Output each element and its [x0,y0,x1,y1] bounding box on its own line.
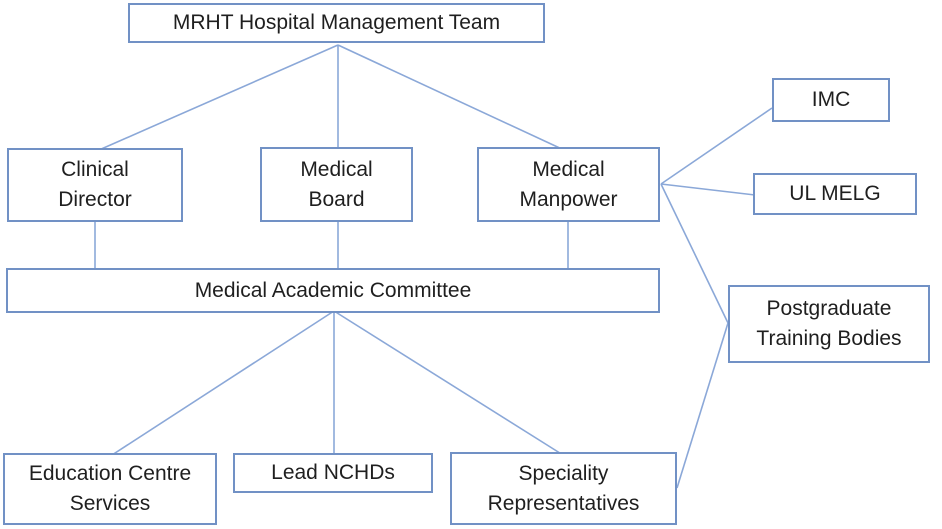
node-label: UL MELG [789,182,881,205]
node-label: Education Centre Services [28,462,192,515]
edge-management-to-medical-manpower [337,44,565,151]
node-lead-nchds: Lead NCHDs [233,453,433,493]
node-speciality-representatives: Speciality Representatives [450,452,677,525]
edge-manpower-to-ul-melg [660,183,756,196]
node-label: Speciality Representatives [487,461,640,515]
node-medical-academic-committee: Medical Academic Committee [6,268,660,313]
edge-mac-to-education-centre [111,310,335,456]
node-label: Clinical Director [58,158,132,211]
node-postgraduate-training-bodies: Postgraduate Training Bodies [728,285,930,363]
edge-mac-to-speciality-reps [333,310,564,456]
edge-management-to-clinical-director [98,44,339,151]
edge-postgrad-to-speciality-reps [676,322,729,489]
node-mrht-hospital-management-team: MRHT Hospital Management Team [128,3,545,43]
node-label: IMC [811,88,851,111]
node-clinical-director: Clinical Director [7,148,183,222]
edge-manpower-to-imc [660,107,773,185]
node-medical-board: Medical Board [260,147,413,222]
node-ul-melg: UL MELG [753,173,917,215]
node-medical-manpower: Medical Manpower [477,147,660,222]
node-label: Medical Board [300,157,373,211]
node-label: Lead NCHDs [271,461,395,484]
node-label: MRHT Hospital Management Team [172,11,501,34]
node-education-centre-services: Education Centre Services [3,453,217,525]
edge-manpower-to-postgrad [660,183,729,324]
node-label: Medical Academic Committee [194,278,472,302]
node-label: Postgraduate Training Bodies [756,297,902,350]
node-label: Medical Manpower [519,157,618,211]
node-imc: IMC [772,78,890,122]
